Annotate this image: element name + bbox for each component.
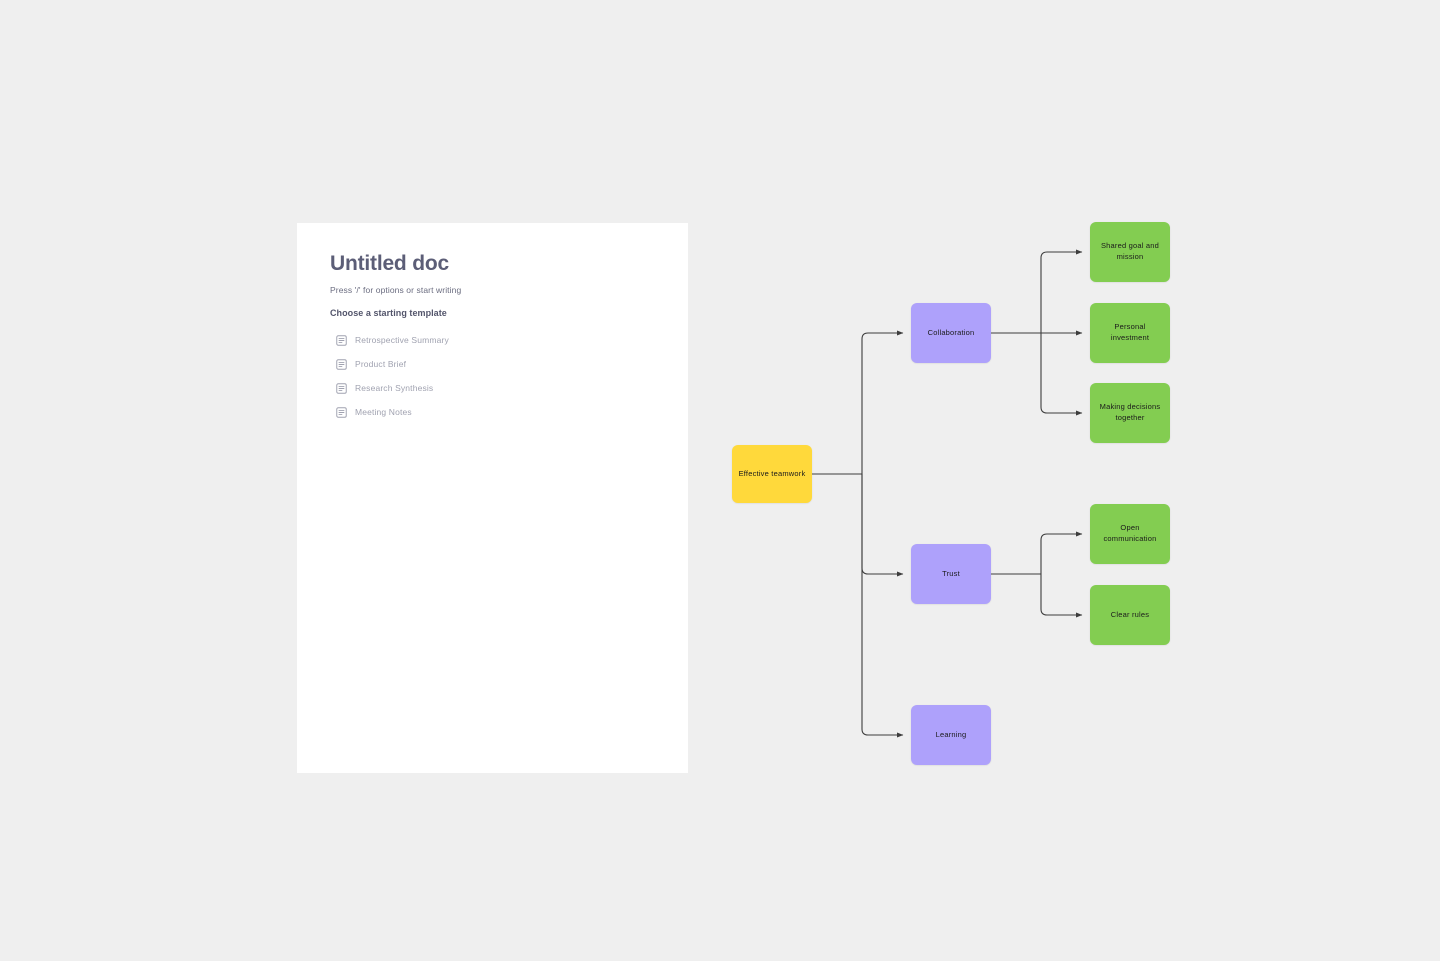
template-item-label: Meeting Notes bbox=[355, 407, 412, 418]
template-item-retrospective-summary[interactable]: Retrospective Summary bbox=[336, 328, 664, 352]
node-label: Learning bbox=[935, 729, 967, 739]
node-open-communication[interactable]: Open communication bbox=[1090, 504, 1170, 564]
page-title[interactable]: Untitled doc bbox=[330, 252, 449, 275]
node-shared-goal-and-mission[interactable]: Shared goal and mission bbox=[1090, 222, 1170, 282]
edge-trust-clear-rules bbox=[1040, 574, 1083, 618]
template-section-heading: Choose a starting template bbox=[330, 308, 447, 319]
document-lines-icon bbox=[336, 334, 347, 346]
edge-root-trust bbox=[861, 474, 904, 577]
template-list: Retrospective Summary Product Brief bbox=[330, 328, 664, 424]
node-learning[interactable]: Learning bbox=[911, 705, 991, 765]
template-item-label: Research Synthesis bbox=[355, 383, 434, 394]
edge-trust-open-communication bbox=[1040, 531, 1083, 574]
template-item-research-synthesis[interactable]: Research Synthesis bbox=[336, 376, 664, 400]
node-label: Effective teamwork bbox=[738, 468, 806, 478]
document-content: Untitled doc Press '/' for options or st… bbox=[330, 251, 664, 424]
edge-root-collaboration bbox=[861, 330, 904, 474]
node-label: Making decisions together bbox=[1099, 402, 1161, 422]
node-collaboration[interactable]: Collaboration bbox=[911, 303, 991, 363]
template-item-label: Retrospective Summary bbox=[355, 335, 449, 346]
document-lines-icon bbox=[336, 358, 347, 370]
document-panel[interactable]: Untitled doc Press '/' for options or st… bbox=[297, 223, 688, 773]
template-item-product-brief[interactable]: Product Brief bbox=[336, 352, 664, 376]
node-making-decisions-together[interactable]: Making decisions together bbox=[1090, 383, 1170, 443]
document-lines-icon bbox=[336, 406, 347, 418]
node-label: Collaboration bbox=[927, 327, 975, 337]
document-lines-icon bbox=[336, 382, 347, 394]
node-label: Clear rules bbox=[1110, 609, 1150, 619]
editor-hint-text: Press '/' for options or start writing bbox=[330, 285, 462, 296]
node-trust[interactable]: Trust bbox=[911, 544, 991, 604]
edge-collaboration-making-decisions bbox=[1040, 333, 1083, 416]
edge-root-learning bbox=[861, 474, 904, 738]
edge-collaboration-shared-goal bbox=[1040, 249, 1083, 333]
node-clear-rules[interactable]: Clear rules bbox=[1090, 585, 1170, 645]
node-label: Open communication bbox=[1103, 523, 1157, 543]
node-label: Trust bbox=[942, 568, 960, 578]
node-label: Shared goal and mission bbox=[1100, 241, 1160, 261]
node-effective-teamwork[interactable]: Effective teamwork bbox=[732, 445, 812, 503]
template-item-label: Product Brief bbox=[355, 359, 407, 370]
node-personal-investment[interactable]: Personal investment bbox=[1090, 303, 1170, 363]
node-label: Personal investment bbox=[1110, 322, 1150, 342]
template-item-meeting-notes[interactable]: Meeting Notes bbox=[336, 400, 664, 424]
